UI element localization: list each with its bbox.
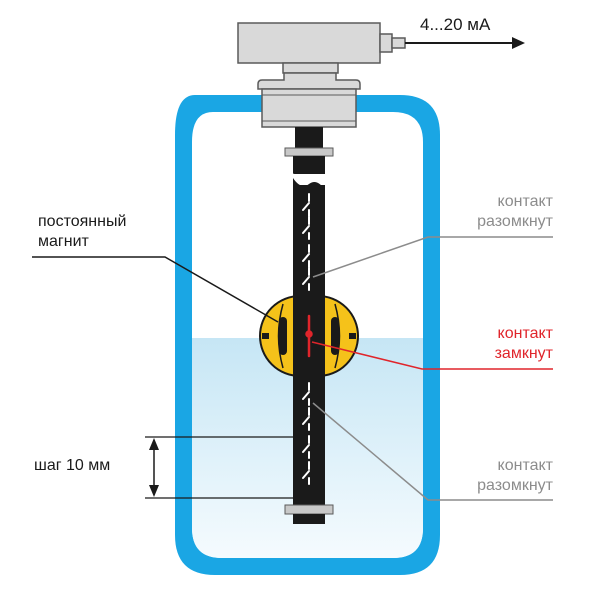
reed-contact-closed: [305, 314, 313, 358]
float-magnet: [259, 294, 359, 378]
reed-contact-6: [302, 407, 310, 431]
leader-lines: [32, 236, 553, 501]
reed-contact-3: [302, 244, 310, 268]
sensor-head: [237, 22, 525, 128]
contact-closed-line2: замкнут: [494, 345, 553, 362]
leader-contact-open-bottom: [312, 402, 553, 501]
reed-contact-4: [302, 267, 310, 291]
contact-open-top-line1: контакт: [497, 193, 553, 210]
connector: [379, 33, 393, 53]
output-signal-label: 4...20 мА: [420, 15, 491, 34]
contact-closed-line1: контакт: [497, 325, 553, 342]
reed-contacts-open: [302, 193, 310, 485]
contact-open-top-line2: разомкнут: [477, 213, 553, 230]
magnet-label-line1: постоянный: [38, 213, 127, 230]
leader-contact-open-top: [312, 236, 553, 278]
reed-contact-8: [302, 461, 310, 485]
contact-open-bottom-line2: разомкнут: [477, 477, 553, 494]
reed-contact-2: [302, 216, 310, 240]
reed-contact-7: [302, 435, 310, 459]
step-dimension: [145, 436, 300, 499]
leader-contact-closed: [311, 341, 553, 370]
reed-contact-5: [302, 382, 310, 406]
contact-open-bottom-line1: контакт: [497, 457, 553, 474]
step-label: шаг 10 мм: [34, 457, 111, 474]
magnet-label-line2: магнит: [38, 233, 89, 250]
reed-contact-1: [302, 193, 310, 217]
leader-magnet: [32, 256, 279, 323]
